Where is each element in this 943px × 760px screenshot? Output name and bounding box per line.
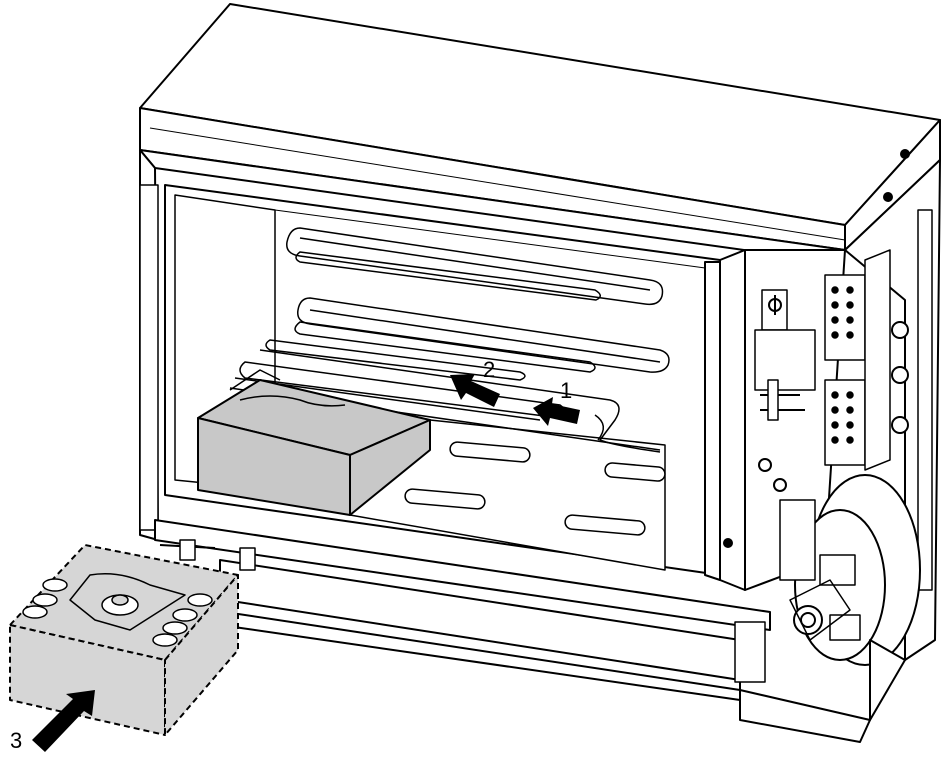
callout-2-label: 2 <box>483 357 495 382</box>
front-frame <box>139 149 846 541</box>
filter-block-removed-detail <box>22 573 213 647</box>
fan-motor <box>779 474 921 666</box>
arrow-3 <box>32 690 95 752</box>
filter-block-removed <box>9 544 239 736</box>
callout-3-label: 3 <box>10 728 22 753</box>
filter-block-installed <box>197 369 431 516</box>
base-frame <box>154 519 906 743</box>
control-panel <box>744 249 846 591</box>
arrow-2 <box>450 374 500 407</box>
arrow-1 <box>533 397 580 426</box>
callout-1-label: 1 <box>560 378 572 403</box>
top-lid <box>139 3 941 251</box>
door-jamb <box>704 249 746 591</box>
terminal-blocks <box>824 249 891 471</box>
